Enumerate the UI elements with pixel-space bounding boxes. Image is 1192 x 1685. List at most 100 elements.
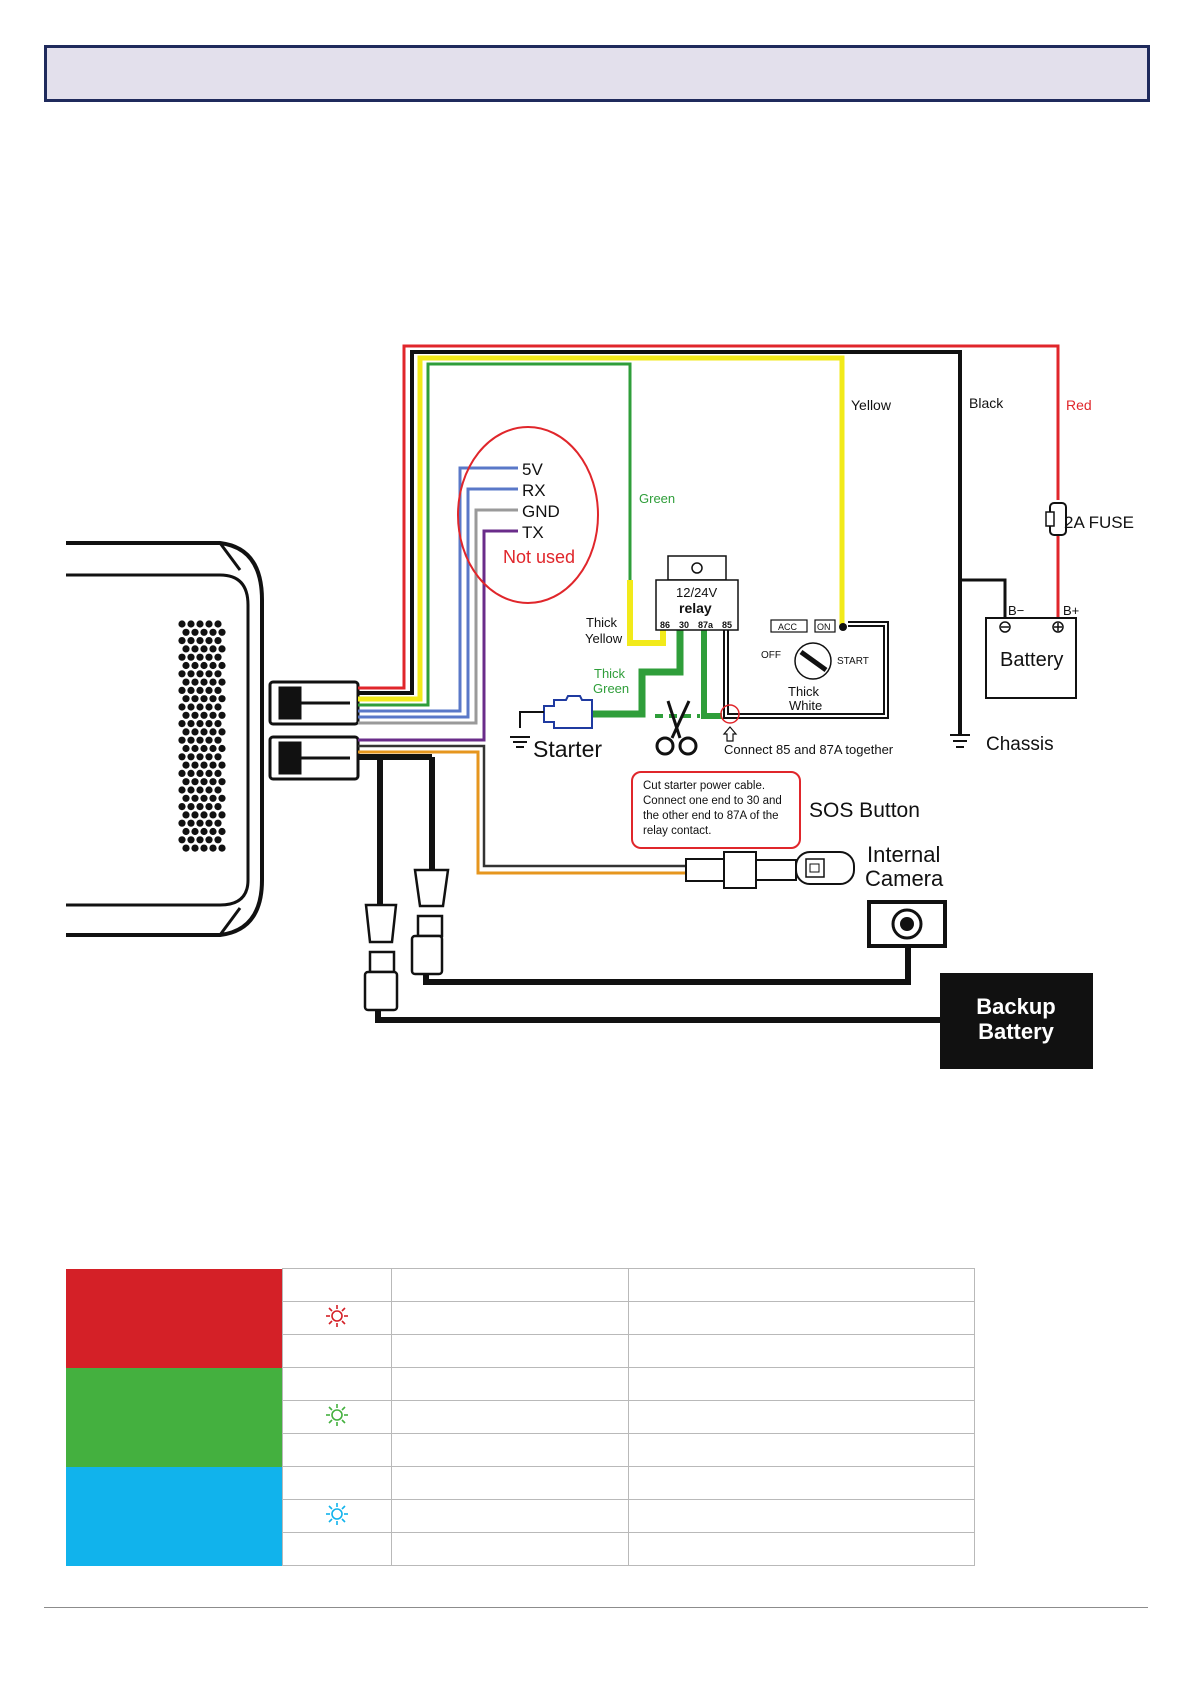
grille-dot	[209, 844, 217, 852]
led-state-cell	[391, 1499, 629, 1533]
led-state-cell	[391, 1433, 629, 1467]
label-thick-green-1: Thick	[594, 666, 626, 681]
grille-dot	[187, 670, 195, 678]
grille-dot	[214, 836, 222, 844]
camera-plug	[410, 868, 450, 976]
grille-dot	[200, 827, 208, 836]
grille-dot	[209, 661, 217, 670]
grille-dot	[182, 645, 190, 653]
led-icon-cell	[282, 1499, 392, 1533]
grille-dot	[187, 637, 195, 645]
grille-dot	[178, 769, 186, 778]
grille-dot	[205, 786, 213, 794]
grille-dot	[182, 761, 190, 769]
grille-dot	[196, 753, 204, 761]
yellow-wire	[358, 355, 845, 702]
grille-dot	[178, 753, 186, 761]
grille-dot	[205, 720, 213, 728]
grille-dot	[218, 728, 226, 736]
black-wire	[358, 350, 962, 735]
tracker-device	[66, 541, 264, 937]
led-table-row	[66, 1400, 975, 1434]
grille-dot	[214, 637, 222, 645]
led-state-cell	[391, 1532, 629, 1566]
led-meaning-cell	[628, 1433, 975, 1467]
label-5v: 5V	[522, 460, 543, 479]
grille-dot	[187, 836, 195, 844]
led-state-cell	[391, 1400, 629, 1434]
led-state-cell	[391, 1301, 629, 1335]
label-gnd: GND	[522, 502, 560, 521]
grille-dot	[196, 786, 204, 794]
led-table-row	[66, 1268, 975, 1368]
grille-dot	[218, 794, 226, 802]
sos-wire	[358, 744, 686, 868]
led-icon-cell	[282, 1367, 392, 1401]
thick-green-wire	[585, 628, 684, 718]
grille-dot	[191, 844, 199, 852]
grille-dot	[178, 670, 186, 678]
led-meaning-cell	[628, 1367, 975, 1401]
led-meaning-cell	[628, 1268, 975, 1302]
wire-5v	[358, 466, 518, 713]
grille-dot	[214, 653, 222, 661]
grille-dot	[182, 661, 190, 670]
label-thick-white-2: White	[789, 698, 822, 713]
grille-dot	[209, 778, 217, 786]
led-meaning-cell	[628, 1334, 975, 1368]
led-icon-cell	[282, 1433, 392, 1467]
grille-dot	[187, 736, 195, 744]
label-thick-green-2: Green	[593, 681, 629, 696]
grille-dot	[178, 703, 186, 711]
fuse-icon	[1045, 502, 1067, 536]
not-used-circle	[457, 426, 599, 604]
grille-dot	[205, 653, 213, 661]
grille-dot	[182, 678, 190, 686]
label-red: Red	[1066, 397, 1092, 413]
grille-dot	[200, 794, 208, 802]
grille-dot	[178, 836, 186, 844]
led-color-block	[66, 1268, 283, 1368]
grille-dot	[187, 653, 195, 661]
starter-motor-icon	[510, 695, 593, 748]
sos-button-icon	[795, 851, 855, 885]
grille-dot	[182, 811, 190, 819]
led-table-row	[66, 1367, 975, 1467]
grille-dot	[209, 744, 217, 753]
grille-dot	[200, 628, 208, 636]
led-meaning-cell	[628, 1532, 975, 1566]
label-thick-yellow-1: Thick	[586, 615, 618, 630]
orange-wire	[358, 750, 686, 875]
grille-dot	[214, 769, 222, 778]
grille-dot	[178, 720, 186, 728]
grille-dot	[218, 778, 226, 786]
grille-dot	[182, 695, 190, 703]
grille-dot	[218, 661, 226, 670]
device-grille	[178, 620, 226, 852]
grille-dot	[182, 794, 190, 802]
label-b-plus: B+	[1063, 603, 1079, 618]
grille-dot	[191, 678, 199, 686]
grille-dot	[205, 753, 213, 761]
relay-pin-30: 30	[679, 620, 689, 630]
label-connect-note: Connect 85 and 87A together	[724, 742, 894, 757]
grille-dot	[205, 769, 213, 778]
grille-dot	[209, 761, 217, 769]
grille-dot	[218, 811, 226, 819]
grille-dot	[187, 703, 195, 711]
label-tx: TX	[522, 523, 544, 542]
grille-dot	[191, 827, 199, 836]
cut-note-line-2: Connect one end to 30 and	[643, 795, 782, 807]
grille-dot	[178, 653, 186, 661]
grille-dot	[218, 628, 226, 636]
wiring-diagram: 5V RX GND TX Not used Yellow Black Red G…	[66, 344, 1134, 1069]
grille-dot	[187, 720, 195, 728]
relay-label-2: relay	[679, 600, 712, 616]
grille-dot	[200, 678, 208, 686]
up-arrow-icon	[722, 726, 738, 742]
grille-dot	[182, 778, 190, 786]
grille-dot	[191, 794, 199, 802]
relay-label-1: 12/24V	[676, 585, 718, 600]
grille-dot	[187, 753, 195, 761]
led-state-cell	[391, 1268, 629, 1302]
